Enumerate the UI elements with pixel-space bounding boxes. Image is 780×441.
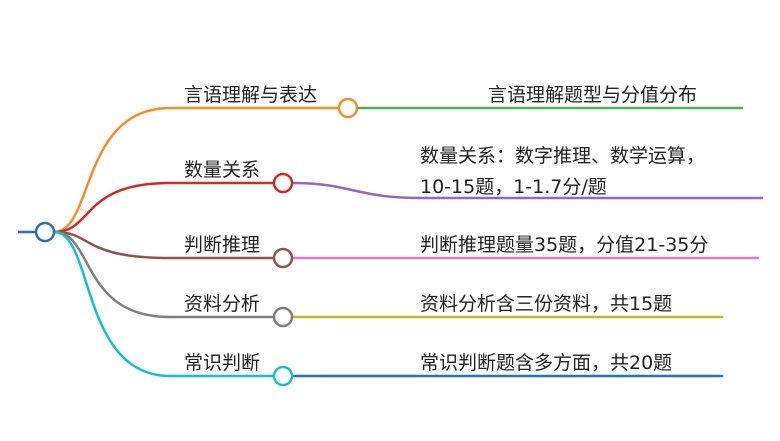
detail-label-data[interactable]: 资料分析含三份资料，共15题 — [420, 293, 672, 315]
branch-link-data — [52, 230, 276, 319]
branch-link-quant — [52, 181, 276, 234]
detail-line-quant — [290, 181, 764, 200]
detail-label-quant[interactable]: 数量关系：数字推理、数学运算， — [420, 145, 705, 167]
branch-label-data[interactable]: 资料分析 — [184, 293, 260, 315]
branch-node-reasoning[interactable] — [272, 247, 294, 269]
root-node[interactable] — [34, 221, 56, 243]
branch-label-quant[interactable]: 数量关系 — [184, 159, 260, 181]
branch-link-reasoning — [52, 230, 276, 260]
branch-node-quant[interactable] — [272, 172, 294, 194]
root-group — [18, 221, 56, 243]
branch-label-common[interactable]: 常识判断 — [184, 352, 260, 374]
branch-links — [52, 106, 341, 378]
branch-node-common[interactable] — [272, 365, 294, 387]
branch-link-verbal — [52, 106, 341, 234]
branch-label-reasoning[interactable]: 判断推理 — [184, 234, 260, 256]
detail-label-verbal[interactable]: 言语理解题型与分值分布 — [488, 84, 697, 106]
detail-label-common[interactable]: 常识判断题含多方面，共20题 — [420, 352, 672, 374]
branch-label-verbal[interactable]: 言语理解与表达 — [184, 84, 317, 106]
detail-label-quant[interactable]: 10-15题，1-1.7分/题 — [420, 176, 607, 198]
branch-nodes — [272, 97, 359, 387]
detail-lines — [290, 106, 764, 378]
detail-label-reasoning[interactable]: 判断推理题量35题，分值21-35分 — [420, 234, 708, 256]
branch-node-data[interactable] — [272, 306, 294, 328]
branch-link-common — [52, 230, 276, 378]
branch-node-verbal[interactable] — [337, 97, 359, 119]
